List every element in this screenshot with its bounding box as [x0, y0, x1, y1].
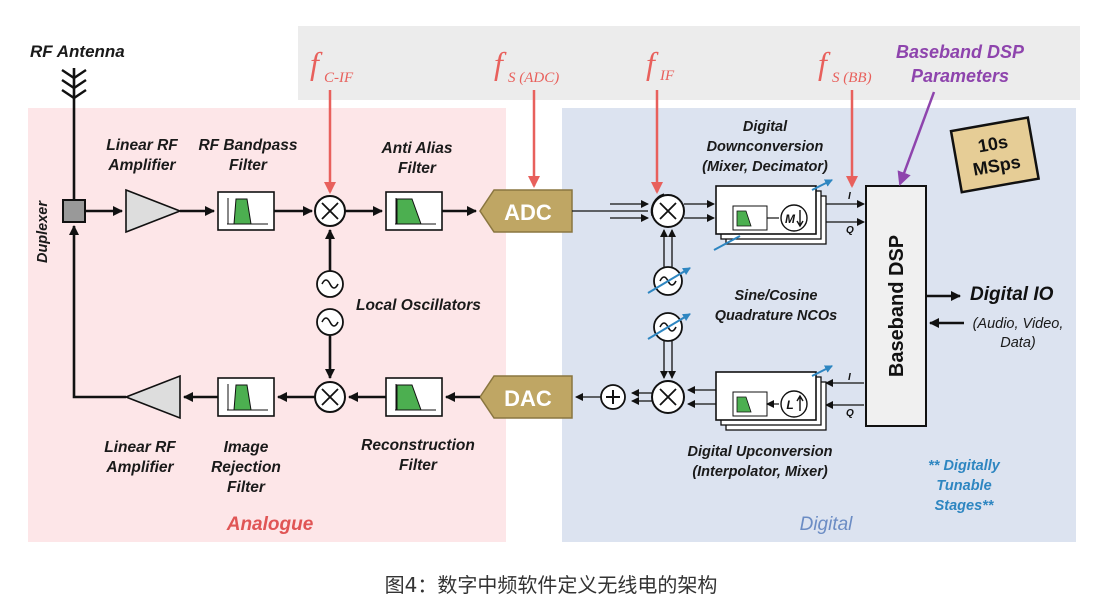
- adc-label: ADC: [504, 200, 552, 225]
- rf-bandpass-filter: [217, 191, 275, 231]
- tunable-note-1: ** Digitally: [928, 458, 1001, 474]
- digital-label: Digital: [800, 514, 854, 535]
- rx-mixer: [314, 195, 346, 227]
- svg-text:IF: IF: [659, 68, 675, 84]
- duc-block: L: [715, 371, 827, 431]
- figure-caption: 图4：数字中频软件定义无线电的架构: [385, 573, 718, 597]
- dac-label: DAC: [504, 386, 552, 411]
- ddc-block: M: [715, 185, 827, 245]
- parameter-band: [298, 26, 1080, 100]
- nco-label-2: Quadrature NCOs: [715, 308, 837, 324]
- rx-q-label: Q: [846, 225, 854, 236]
- tx-i-label: I: [848, 372, 851, 383]
- aaf-label-1: Anti Alias: [381, 140, 453, 157]
- dsp-params-arrow: [897, 91, 936, 186]
- analogue-region: [28, 108, 506, 542]
- bpf-label-2: Filter: [229, 157, 268, 174]
- decimator-label: M: [785, 212, 796, 226]
- summer-node: [600, 384, 626, 410]
- recon-label-2: Filter: [399, 457, 438, 474]
- svg-text:S (BB): S (BB): [832, 70, 872, 86]
- tunable-note-3: Stages**: [935, 498, 995, 514]
- nco-label-1: Sine/Cosine: [735, 288, 818, 304]
- dsp-params-label-2: Parameters: [911, 66, 1009, 86]
- lna-label-1: Linear RF: [106, 137, 178, 154]
- recon-label-1: Reconstruction: [361, 437, 475, 454]
- pa-amplifier: [123, 374, 181, 420]
- digital-mixer-tx: [651, 380, 685, 414]
- rx-i-label: I: [848, 191, 851, 202]
- tx-mixer: [314, 381, 346, 413]
- antenna-icon: [61, 68, 87, 200]
- svg-text:C-IF: C-IF: [324, 70, 354, 86]
- ddc-label-3: (Mixer, Decimator): [702, 159, 828, 175]
- pa-label-1: Linear RF: [104, 439, 176, 456]
- reconstruction-filter: [385, 377, 443, 417]
- irf-label-2: Rejection: [211, 459, 281, 476]
- irf-label-3: Filter: [227, 479, 266, 496]
- digital-io-detail-1: (Audio, Video,: [973, 316, 1064, 332]
- tx-q-label: Q: [846, 408, 854, 419]
- lna-label-2: Amplifier: [107, 157, 176, 174]
- antenna-label: RF Antenna: [30, 42, 125, 61]
- anti-alias-filter: [385, 191, 443, 231]
- duc-label-1: Digital Upconversion: [687, 444, 832, 460]
- duplexer-label: Duplexer: [35, 200, 51, 263]
- ddc-label-1: Digital: [743, 119, 788, 135]
- irf-label-1: Image: [224, 439, 269, 456]
- baseband-dsp-block: [865, 185, 927, 427]
- digital-io-label: Digital IO: [970, 284, 1054, 305]
- analogue-label: Analogue: [226, 514, 314, 535]
- dac-block: [479, 375, 573, 419]
- duplexer-block: [62, 199, 86, 223]
- sample-rate-badge: 10s MSps: [949, 116, 1041, 194]
- lna-amplifier: [125, 188, 183, 234]
- lo-oscillator-2: [316, 308, 344, 336]
- lo-oscillator-1: [316, 270, 344, 298]
- interpolator-label: L: [786, 398, 793, 412]
- tunable-note-2: Tunable: [936, 478, 991, 494]
- dsp-params-label-1: Baseband DSP: [896, 42, 1025, 62]
- pa-label-2: Amplifier: [105, 459, 174, 476]
- aaf-label-2: Filter: [398, 160, 437, 177]
- digital-io-detail-2: Data): [1000, 335, 1035, 351]
- bpf-label-1: RF Bandpass: [198, 137, 297, 154]
- digital-mixer-rx: [651, 194, 685, 228]
- duc-label-2: (Interpolator, Mixer): [692, 464, 828, 480]
- image-rejection-filter: [217, 377, 275, 417]
- svg-text:S (ADC): S (ADC): [508, 70, 559, 86]
- baseband-dsp-label: Baseband DSP: [886, 235, 908, 377]
- ddc-label-2: Downconversion: [707, 139, 824, 155]
- lo-label: Local Oscillators: [356, 297, 481, 314]
